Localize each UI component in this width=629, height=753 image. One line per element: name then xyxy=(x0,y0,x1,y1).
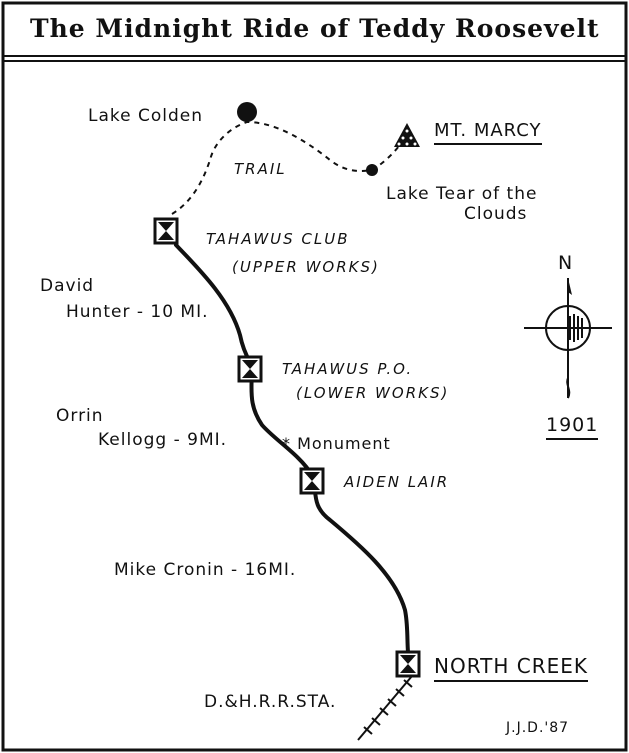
artist-signature: J.J.D.'87 xyxy=(506,720,570,736)
label-tahawus-po: TAHAWUS P.O. xyxy=(282,360,414,378)
label-david-hunter: Hunter - 10 MI. xyxy=(66,302,209,322)
lake-colden-marker xyxy=(237,102,257,122)
label-north-creek: NORTH CREEK xyxy=(434,654,589,682)
tahawus-po-icon xyxy=(237,355,263,383)
label-lake-tear-1: Lake Tear of the xyxy=(386,184,538,204)
road-path xyxy=(174,243,410,654)
label-orrin: Orrin xyxy=(56,406,104,426)
label-orrin-kellogg: Kellogg - 9MI. xyxy=(98,430,228,450)
aiden-lair-icon xyxy=(299,467,325,495)
lake-tear-marker xyxy=(366,164,378,176)
label-lower-works: (LOWER WORKS) xyxy=(296,384,450,402)
label-monument: * Monument xyxy=(282,434,391,453)
compass-icon xyxy=(524,278,612,399)
label-david: David xyxy=(40,276,95,296)
label-trail: TRAIL xyxy=(234,160,287,178)
label-upper-works: (UPPER WORKS) xyxy=(232,258,380,276)
label-aiden-lair: AIDEN LAIR xyxy=(344,473,450,491)
label-tahawus-club: TAHAWUS CLUB xyxy=(206,230,350,248)
railroad-line xyxy=(357,675,413,741)
label-mike-cronin: Mike Cronin - 16MI. xyxy=(114,560,297,580)
railroad-ties xyxy=(363,679,413,735)
compass-year: 1901 xyxy=(546,414,599,440)
label-rr-station: D.&H.R.R.STA. xyxy=(204,692,337,712)
map-title: The Midnight Ride of Teddy Roosevelt xyxy=(30,14,600,43)
mt-marcy-icon xyxy=(394,123,420,147)
label-lake-colden: Lake Colden xyxy=(88,106,204,126)
label-mt-marcy: MT. MARCY xyxy=(434,120,542,145)
label-lake-tear-2: Clouds xyxy=(464,204,528,224)
north-creek-icon xyxy=(395,650,421,678)
tahawus-club-icon xyxy=(153,217,179,245)
compass-north-label: N xyxy=(558,252,574,274)
